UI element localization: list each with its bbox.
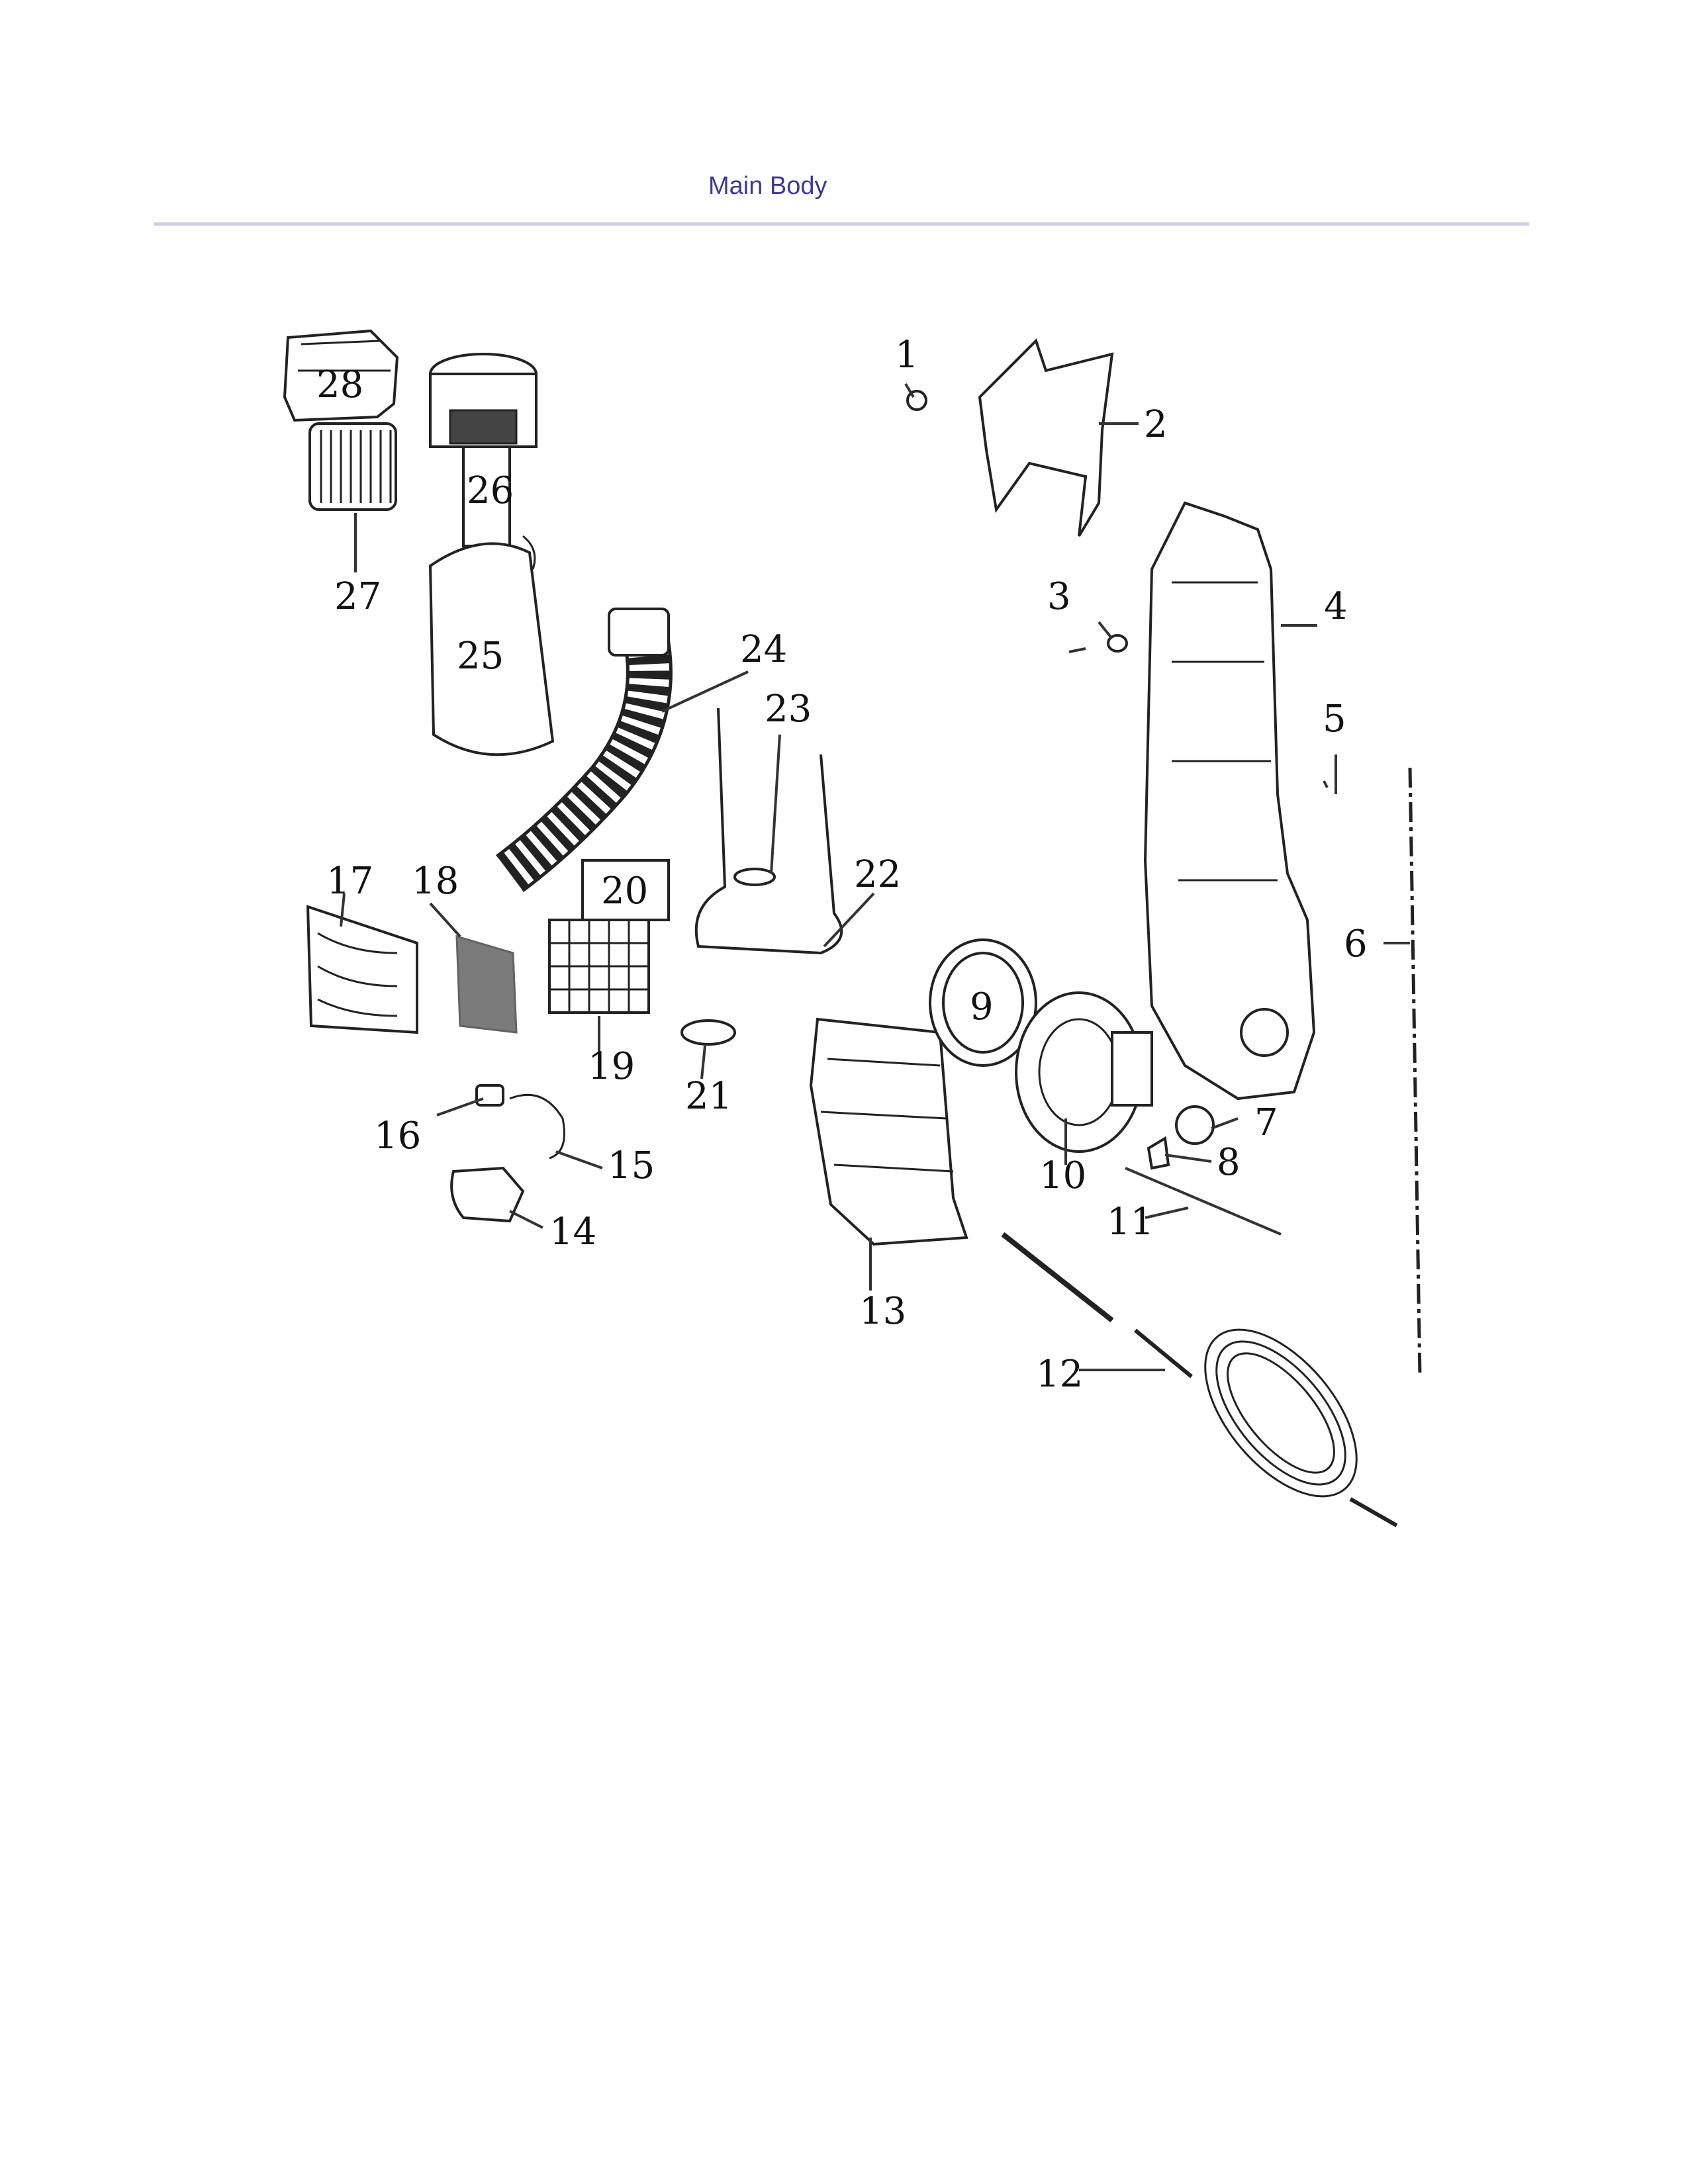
part-19-hepa-filter (548, 919, 650, 1014)
part-2-handle-cover (978, 338, 1114, 537)
part-10-motor (1015, 991, 1153, 1153)
callout-12: 12 (1036, 1353, 1083, 1396)
callout-19: 19 (588, 1045, 635, 1088)
part-9-seal-ring (929, 938, 1037, 1067)
part-21-gasket (680, 1019, 736, 1046)
leader-lines (340, 383, 1410, 1371)
callout-9: 9 (970, 985, 994, 1028)
part-17-grill (306, 905, 418, 1034)
callout-4: 4 (1324, 585, 1348, 628)
callout-27: 27 (334, 575, 381, 618)
callout-14: 14 (549, 1210, 596, 1253)
part-7-switch (1175, 1105, 1215, 1145)
callout-13: 13 (859, 1290, 906, 1333)
callout-8: 8 (1217, 1141, 1241, 1184)
part-28-lid (283, 329, 399, 422)
part-15-16-wiring (475, 1084, 565, 1160)
part-26-separator (429, 353, 538, 547)
callout-10: 10 (1039, 1154, 1086, 1197)
part-20-label (581, 859, 670, 921)
callout-3: 3 (1047, 575, 1071, 618)
callout-5: 5 (1323, 698, 1346, 741)
page-title: Main Body (708, 172, 827, 200)
callout-labels: 1 2 3 4 5 6 7 8 9 10 11 12 13 14 15 16 1… (316, 334, 1368, 1396)
part-8-clip (1147, 1136, 1170, 1170)
part-27-pleated-filter (308, 422, 397, 511)
part-6-rod (1408, 767, 1422, 1377)
callout-26: 26 (467, 469, 514, 512)
callout-28: 28 (316, 363, 363, 406)
part-24-hose (495, 608, 673, 892)
callout-16: 16 (374, 1115, 421, 1158)
callout-17: 17 (326, 860, 373, 903)
part-12-power-cord (1001, 1232, 1398, 1527)
part-3-washer (1068, 634, 1128, 653)
callout-22: 22 (854, 853, 901, 896)
part-22-23-frame (694, 707, 843, 955)
callout-24: 24 (740, 628, 787, 671)
part-14-light-cover (450, 1166, 525, 1223)
callout-21: 21 (685, 1075, 732, 1118)
part-25-dust-cup (428, 535, 555, 756)
part-13-motor-housing (809, 1017, 968, 1246)
callout-11: 11 (1107, 1201, 1154, 1244)
part-4-main-body (1143, 501, 1316, 1101)
callout-25: 25 (457, 635, 504, 678)
callout-23: 23 (765, 688, 812, 731)
part-18-grill-insert (455, 934, 518, 1034)
part-11-rod (1125, 1167, 1282, 1236)
callout-20: 20 (601, 870, 648, 913)
callout-7: 7 (1254, 1101, 1278, 1144)
callout-2: 2 (1144, 403, 1168, 446)
callout-15: 15 (608, 1144, 655, 1187)
callout-6: 6 (1344, 923, 1368, 966)
title-divider (154, 222, 1529, 226)
callout-1: 1 (895, 334, 919, 377)
callout-18: 18 (412, 860, 459, 903)
